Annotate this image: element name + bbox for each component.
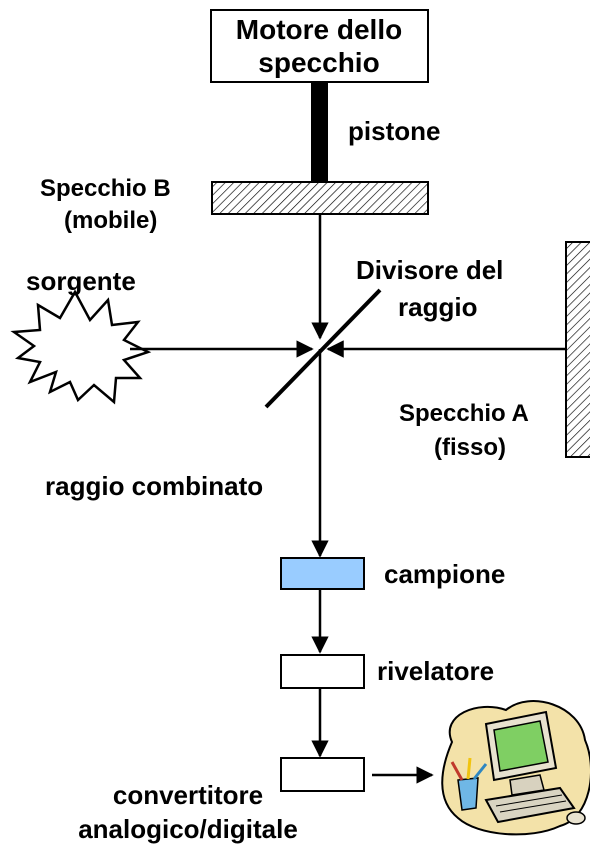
beam-splitter-label-line2: raggio	[398, 292, 477, 322]
mirror-a-label-line2: (fisso)	[434, 434, 506, 461]
piston-rod	[311, 82, 328, 182]
combined-beam-label: raggio combinato	[45, 471, 263, 501]
beam-splitter	[264, 288, 382, 409]
mirror-a	[565, 241, 590, 458]
mirror-motor-label-line2: specchio	[258, 47, 379, 78]
mirror-a-label-line1: Specchio A	[399, 400, 529, 427]
mirror-b	[211, 181, 429, 215]
sample-label: campione	[384, 559, 505, 589]
converter-label-line2: analogico/digitale	[78, 814, 298, 844]
beam-splitter-label-line1: Divisore del	[356, 255, 503, 285]
detector-box	[280, 654, 365, 689]
detector-label: rivelatore	[377, 656, 494, 686]
starburst-icon	[10, 289, 152, 405]
converter-box	[280, 757, 365, 792]
piston-label: pistone	[348, 116, 440, 146]
mirror-motor-box	[210, 9, 429, 83]
sample-box	[280, 557, 365, 590]
mirror-motor-label-line1: Motore dello	[236, 14, 402, 45]
computer-icon	[441, 700, 590, 836]
converter-label-line1: convertitore	[113, 780, 263, 810]
mirror-b-label-line2: (mobile)	[64, 207, 157, 234]
mirror-b-label-line1: Specchio B	[40, 175, 171, 202]
source-label: sorgente	[26, 266, 136, 296]
